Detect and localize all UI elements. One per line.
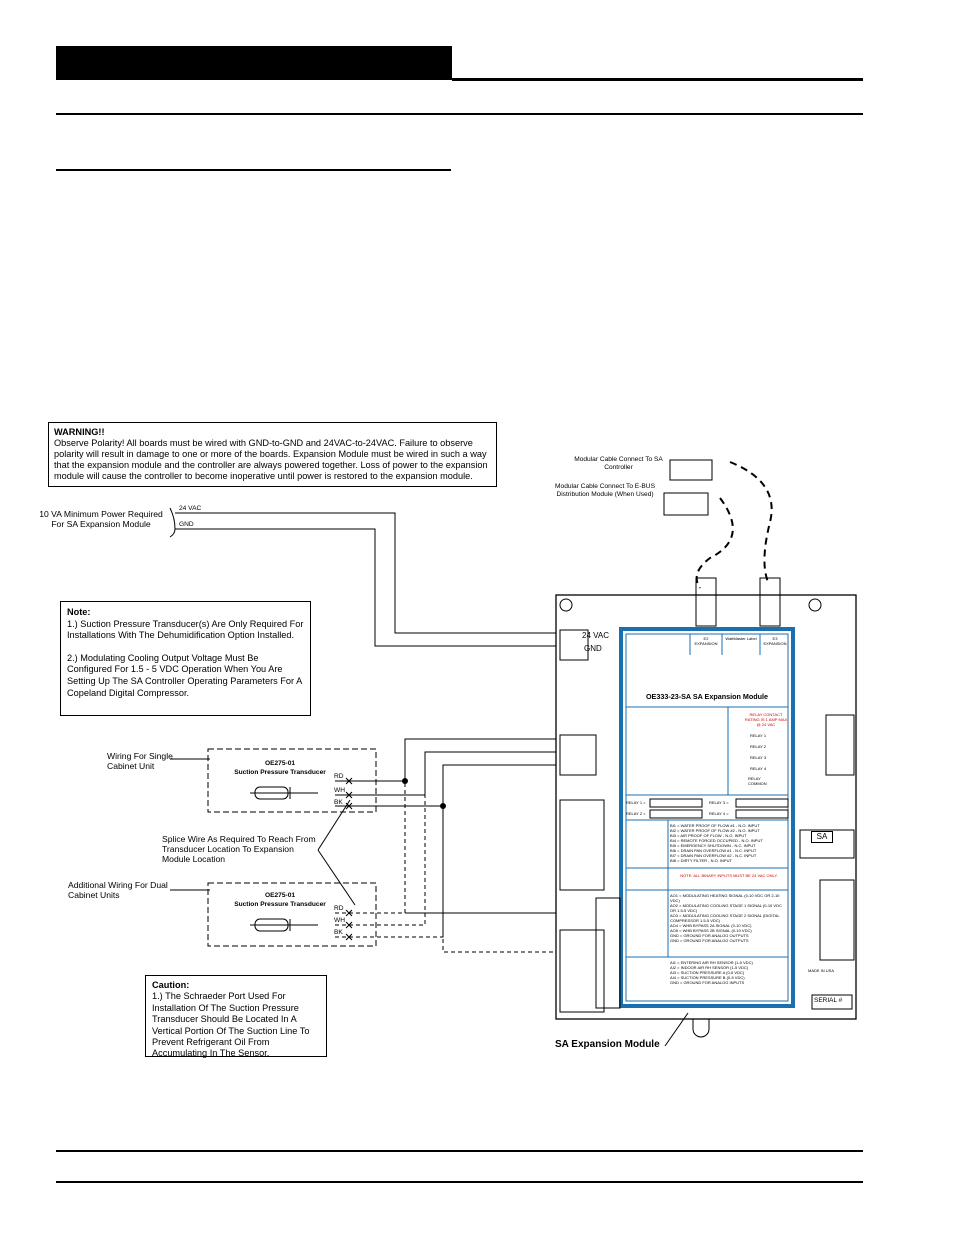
relay-common-label: RELAY COMMON [748, 776, 767, 786]
binary-inputs-list: BI1 = WATER PROOF OF FLOW #1 - N.O. INPU… [670, 823, 788, 863]
analog-input-2: AI2 = INDOOR AIR RH SENSOR (1-5 VDC) [670, 965, 749, 970]
binary-input-5: BI5 = EMERGENCY SHUTDOWN - N.C. INPUT [670, 843, 756, 848]
analog-outputs-list: AO1 = MODULATING HEATING SIGNAL (0-10 VD… [670, 893, 788, 943]
analog-output-3: AO3 = MODULATING COOLING STAGE 2 SIGNAL … [670, 913, 780, 923]
power-label: 10 VA Minimum Power Required For SA Expa… [39, 509, 163, 529]
footer-rule-2 [56, 1181, 863, 1183]
wire-wh-label-2: WH [334, 917, 345, 924]
binary-input-6: BI6 = DRAIN PAN OVERFLOW #1 - N.C. INPUT [670, 848, 757, 853]
analog-output-7: GND = GROUND FOR ANALOG OUTPUTS [670, 938, 749, 943]
board-title: OE333-23-SA SA Expansion Module [645, 692, 769, 701]
wire-wh-label: WH [334, 787, 345, 794]
board-caption: SA Expansion Module [555, 1039, 660, 1050]
transducer-model-2: OE275-01 [264, 892, 296, 899]
wire-rd-label: RD [334, 773, 344, 780]
modular-cable-label-1: Modular Cable Connect To SA Controller [574, 456, 663, 471]
note-title: Note: [67, 607, 91, 617]
header-rule [452, 78, 863, 81]
board-e2-label: E2 EXPANSION [694, 636, 718, 646]
board-sa-label: SA [811, 831, 833, 843]
relay-2-label: RELAY 2 [750, 744, 767, 749]
board-wattmaster-label: WattMaster Label [725, 636, 757, 641]
board-e3-label: E3 EXPANSION [763, 636, 787, 646]
header-rule-2 [56, 113, 863, 115]
binary-input-3: BI3 = AIR PROOF OF FLOW - N.O. INPUT [670, 833, 747, 838]
modular-cable-label-2: Modular Cable Connect To E-BUS Distribut… [555, 483, 655, 498]
wire-bk-label: BK [334, 799, 343, 806]
analog-output-6: GND = GROUND FOR ANALOG OUTPUTS [670, 933, 749, 938]
wire-rd-label-2: RD [334, 905, 344, 912]
splice-label: Splice Wire As Required To Reach From Tr… [162, 834, 316, 864]
analog-output-2: AO2 = MODULATING COOLING STAGE 1 SIGNAL … [670, 903, 782, 913]
wire-bk-label-2: BK [334, 929, 343, 936]
footer-rule [56, 1150, 863, 1152]
board-serial-label: SERIAL # [814, 997, 843, 1004]
transducer-model-1: OE275-01 [264, 760, 296, 767]
warning-title: WARNING!! [54, 427, 105, 437]
binary-input-8: BI8 = DIRTY FILTER - N.O. INPUT [670, 858, 732, 863]
relay-1-label: RELAY 1 [750, 733, 767, 738]
binary-note: NOTE: ALL BINARY INPUTS MUST BE 24 VAC O… [680, 873, 778, 878]
board-vac-label: 24 VAC [582, 631, 609, 640]
note-line-2: 2.) Modulating Cooling Output Voltage Mu… [67, 652, 302, 698]
relay-field-2: RELAY 2 = [626, 811, 646, 816]
analog-input-3: AI3 = SUCTION PRESSURE A (0-5 VDC) [670, 970, 745, 975]
transducer-name-1: Suction Pressure Transducer [234, 769, 326, 776]
caution-box: Caution: 1.) The Schraeder Port Used For… [145, 975, 327, 1059]
relay-field-4: RELAY 4 = [709, 811, 729, 816]
transducer-name-2: Suction Pressure Transducer [234, 901, 326, 908]
analog-output-5: AO5 = WHB BYPASS 2B SIGNAL (0-10 VDC) [670, 928, 752, 933]
binary-input-7: BI7 = DRAIN PAN OVERFLOW #2 - N.C. INPUT [670, 853, 757, 858]
note-line-1: 1.) Suction Pressure Transducer(s) Are O… [67, 618, 304, 641]
relay-4-label: RELAY 4 [750, 766, 767, 771]
power-gnd-label: GND [179, 521, 194, 528]
relay-field-1: RELAY 1 = [626, 800, 646, 805]
warning-body: Observe Polarity! All boards must be wir… [54, 438, 488, 481]
analog-input-4: AI4 = SUCTION PRESSURE B (0-5 VDC) [670, 975, 745, 980]
analog-output-1: AO1 = MODULATING HEATING SIGNAL (0-10 VD… [670, 893, 780, 903]
analog-input-5: GND = GROUND FOR ANALOG INPUTS [670, 980, 745, 985]
caution-title: Caution: [152, 980, 190, 990]
relay-field-3: RELAY 3 = [709, 800, 729, 805]
analog-inputs-list: AI1 = ENTERING AIR RH SENSOR (1-5 VDC) A… [670, 960, 788, 985]
binary-input-1: BI1 = WATER PROOF OF FLOW #1 - N.O. INPU… [670, 823, 760, 828]
board-gnd-label: GND [584, 644, 602, 653]
binary-input-4: BI4 = REMOTE FORCED OCCUPIED - N.O. INPU… [670, 838, 763, 843]
board-made-in-label: MADE IN USA [808, 968, 835, 973]
dual-cabinet-label: Additional Wiring For Dual Cabinet Units [68, 880, 168, 900]
section-rule [56, 169, 451, 171]
single-cabinet-label: Wiring For Single Cabinet Unit [107, 751, 173, 771]
caution-body: 1.) The Schraeder Port Used For Installa… [152, 991, 310, 1059]
relay-3-label: RELAY 3 [750, 755, 767, 760]
binary-input-2: BI2 = WATER PROOF OF FLOW #2 - N.O. INPU… [670, 828, 760, 833]
relay-contact-note: RELAY CONTACT RATING IS 1 AMP MAX @ 24 V… [744, 712, 788, 727]
power-vac-label: 24 VAC [179, 505, 202, 512]
analog-input-1: AI1 = ENTERING AIR RH SENSOR (1-5 VDC) [670, 960, 753, 965]
analog-output-4: AO4 = WHB BYPASS 2A SIGNAL (0-10 VDC) [670, 923, 752, 928]
warning-box: WARNING!! Observe Polarity! All boards m… [48, 422, 497, 487]
note-box: Note: 1.) Suction Pressure Transducer(s)… [60, 601, 311, 716]
header-bar [56, 46, 452, 80]
